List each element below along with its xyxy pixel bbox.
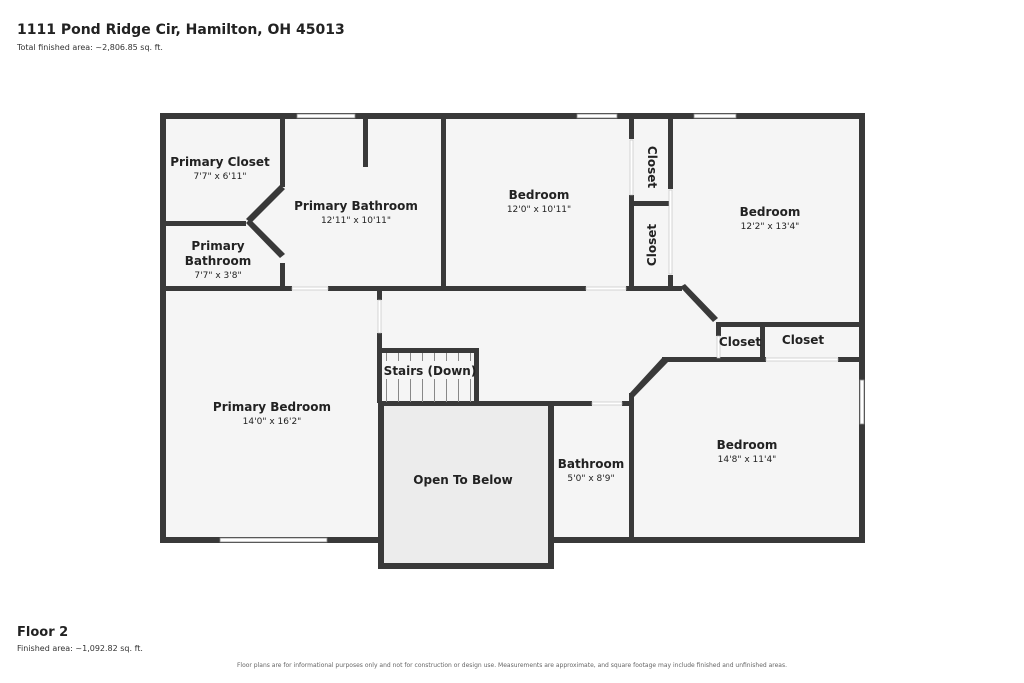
room-primary-closet: Primary Closet 7'7" x 6'11"	[170, 155, 270, 182]
room-closet-2: Closet	[645, 224, 659, 266]
wall	[629, 117, 634, 139]
wall	[474, 348, 479, 402]
room-dimensions: 14'8" x 11'4"	[718, 455, 777, 465]
stairs-label-bg	[386, 361, 474, 379]
wall	[280, 263, 285, 290]
room-closet-1: Closet	[645, 146, 659, 188]
wall	[662, 357, 766, 362]
otb-wall-top	[378, 401, 554, 406]
room-bathroom: Bathroom 5'0" x 8'9"	[558, 457, 624, 484]
room-closet-3: Closet	[719, 335, 761, 349]
room-closet-4: Closet	[782, 333, 824, 347]
wall	[162, 286, 292, 291]
room-bedroom-2: Bedroom 12'2" x 13'4"	[740, 205, 801, 232]
room-name: Stairs (Down)	[384, 364, 477, 378]
doorway	[591, 401, 623, 406]
wall	[629, 393, 634, 539]
wall	[363, 117, 368, 167]
room-stairs: Stairs (Down)	[384, 361, 477, 379]
doorway	[291, 286, 329, 291]
window	[576, 113, 618, 119]
room-name: Bathroom	[558, 457, 624, 471]
total-area-label: Total finished area: ~2,806.85 sq. ft.	[17, 43, 163, 52]
room-name-line2: Bathroom	[185, 254, 251, 268]
room-primary-bedroom: Primary Bedroom 14'0" x 16'2"	[213, 400, 331, 427]
doorway	[629, 139, 634, 196]
room-dimensions: 14'0" x 16'2"	[243, 417, 302, 427]
wall	[377, 290, 382, 300]
doorway	[716, 335, 721, 359]
doorway	[585, 286, 627, 291]
room-name: Bedroom	[717, 438, 778, 452]
diagonal-wall	[246, 185, 285, 223]
room-name: Closet	[782, 333, 824, 347]
room-dimensions: 5'0" x 8'9"	[567, 474, 614, 484]
wall	[838, 357, 861, 362]
wall	[441, 117, 446, 290]
disclaimer: Floor plans are for informational purpos…	[236, 662, 788, 669]
diagonal-wall	[680, 284, 718, 322]
wall	[622, 401, 632, 406]
window	[693, 113, 737, 119]
wall	[716, 322, 721, 336]
outer-wall-top	[160, 113, 865, 119]
window	[219, 537, 328, 543]
doorway	[765, 357, 839, 362]
room-dimensions: 7'7" x 6'11"	[194, 172, 247, 182]
wall	[280, 117, 285, 187]
floor-finished-area: Finished area: ~1,092.82 sq. ft.	[17, 644, 143, 653]
wall	[716, 322, 861, 327]
otb-wall-right	[548, 402, 554, 568]
room-name: Closet	[719, 335, 761, 349]
room-dimensions: 12'2" x 13'4"	[741, 222, 800, 232]
room-name: Primary Bathroom	[294, 199, 418, 213]
room-open-to-below: Open To Below	[413, 473, 512, 487]
wall	[631, 201, 671, 206]
wall	[552, 401, 592, 406]
room-primary-half-bathroom: Primary Bathroom 7'7" x 3'8"	[185, 239, 251, 281]
wall	[629, 195, 634, 289]
floor-name: Floor 2	[17, 625, 69, 640]
address-title: 1111 Pond Ridge Cir, Hamilton, OH 45013	[17, 22, 345, 38]
diagonal-wall	[246, 219, 285, 258]
window	[859, 379, 865, 425]
outer-wall-bottom-right	[548, 537, 865, 543]
wall	[626, 286, 682, 291]
outer-wall-left	[160, 113, 166, 543]
doorway	[377, 299, 382, 334]
room-dimensions: 12'11" x 10'11"	[321, 216, 391, 226]
room-dimensions: 12'0" x 10'11"	[507, 205, 571, 215]
wall	[377, 333, 382, 403]
wall	[382, 348, 478, 353]
room-primary-bathroom: Primary Bathroom 12'11" x 10'11"	[294, 199, 418, 226]
room-bedroom-3: Bedroom 14'8" x 11'4"	[717, 438, 778, 465]
wall	[328, 286, 586, 291]
room-bedroom-1: Bedroom 12'0" x 10'11"	[507, 188, 571, 215]
diagonal-wall	[629, 358, 668, 397]
room-name: Closet	[645, 224, 659, 266]
wall	[668, 117, 673, 189]
room-name: Primary Bedroom	[213, 400, 331, 414]
otb-wall-left	[378, 402, 384, 568]
open-to-below-area	[380, 402, 552, 568]
room-dimensions: 7'7" x 3'8"	[194, 271, 241, 281]
window	[296, 113, 356, 119]
wall	[760, 322, 765, 362]
wall	[162, 221, 246, 226]
room-name: Closet	[645, 146, 659, 188]
room-name: Bedroom	[740, 205, 801, 219]
wall	[668, 275, 673, 289]
otb-wall-bottom	[378, 563, 554, 569]
outer-wall-right	[859, 113, 865, 543]
doorway	[668, 189, 673, 275]
room-name: Open To Below	[413, 473, 512, 487]
room-name: Primary	[191, 239, 244, 253]
room-name: Primary Closet	[170, 155, 270, 169]
room-name: Bedroom	[509, 188, 570, 202]
